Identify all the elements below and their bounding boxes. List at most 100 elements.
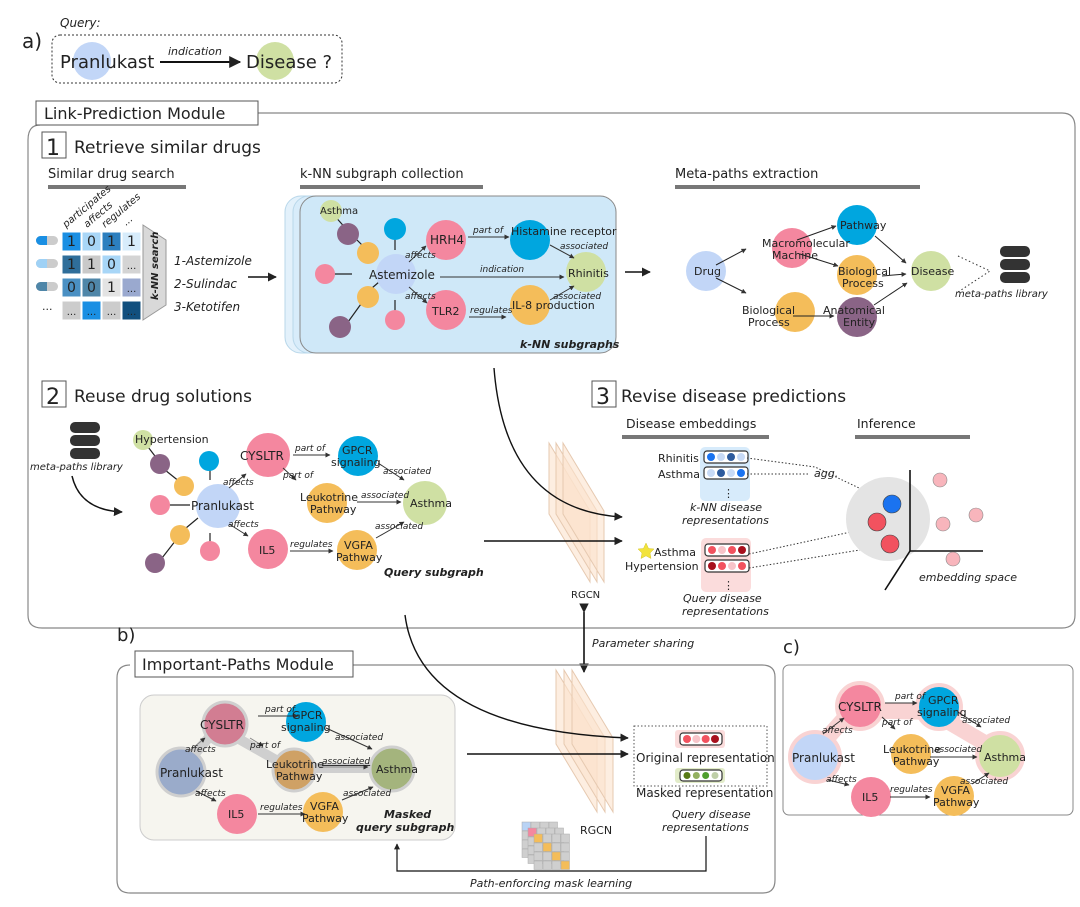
edge-label: associated [553,292,601,302]
svg-text:VGFA: VGFA [344,539,373,552]
query-subgraph: Hypertension Pranlukast CYSLTR GPCRsigna… [133,430,484,579]
metapath-node-label: Macromolecular Machine [762,237,850,262]
parameter-sharing-label: Parameter sharing [592,637,694,650]
query-rep-label: Asthma [654,546,696,559]
rgcn-label: RGCN [571,590,600,601]
edge-label: affects [405,292,436,302]
svg-text:VGFA: VGFA [941,784,970,797]
edge-label: associated [962,716,1010,726]
matrix-cell [61,254,82,275]
edge-label: associated [560,242,608,252]
matrix-cell [61,231,82,252]
pill-icon [36,282,58,291]
edge-label: affects [195,789,226,799]
svg-text:Biological: Biological [742,304,795,317]
heading-underline [48,185,186,189]
embedding-dim [738,562,746,570]
edge-label: indication [480,265,524,275]
arrow [71,475,123,517]
matrix-cell [121,277,142,298]
mask-cell [542,833,552,843]
knn-rep-label: Rhinitis [658,452,699,465]
metapaths-library-label: meta-paths library [30,462,124,473]
node-label: Hypertension [135,433,209,446]
edge-label: part of [282,471,315,481]
svg-text:representations: representations [682,605,769,618]
edge-label: associated [383,467,431,477]
matrix-cell [101,277,122,298]
mask-cell [551,860,561,870]
matrix-cell-value: 1 [107,234,116,250]
mask-cell [551,842,561,852]
edge-label: part of [881,718,914,728]
mask-cell [527,827,537,837]
node-label: IL5 [228,808,244,821]
svg-text:GPCR: GPCR [928,694,959,707]
drug-pills: ... [36,236,58,313]
matrix-cell-value: 0 [67,280,76,296]
embedding-dim [728,562,736,570]
matrix-cell-value: ... [127,261,137,272]
edge-label: associated [934,745,982,755]
masked-rep-label: Masked representation [636,786,773,800]
matrix-cell-value: 0 [107,257,116,273]
edge-label: associated [335,733,383,743]
node-label: CYSLTR [200,718,244,732]
mask-cell [551,851,561,861]
edge-label: part of [472,226,505,236]
svg-text:query subgraph: query subgraph [356,821,454,834]
knn-result: 2-Sulindac [174,277,237,291]
original-vector [679,732,723,746]
edge-label: associated [375,522,423,532]
embedding-dim [702,772,710,779]
embedding-dim [727,469,735,477]
svg-text:Anatomical: Anatomical [823,304,885,317]
aggregation-links [746,457,881,569]
embedding-dim [707,453,715,461]
svg-text:signaling: signaling [281,721,331,734]
vertical-ellipsis: ⋮ [723,579,734,592]
disease-embeddings-heading: Disease embeddings [626,416,756,431]
metapath-node-label: Disease [911,265,954,278]
panel-c-label: c) [783,637,800,658]
matrix-cell-value: 0 [87,234,96,250]
node-label: Asthma [984,751,1026,764]
matrix-cell-value: ... [67,307,77,318]
mask-cell [560,842,570,852]
svg-text:Pathway: Pathway [276,770,323,783]
node-label: Asthma [320,206,358,217]
step1-title: Retrieve similar drugs [74,138,261,158]
embedding-dim [701,735,710,743]
pill-icon [36,236,58,245]
step1-number: 1 [46,136,60,161]
knn-collection-heading: k-NN subgraph collection [300,167,464,182]
mask-cell [560,833,570,843]
embedding-dim [717,469,725,477]
svg-text:Pathway: Pathway [893,755,940,768]
svg-text:Masked: Masked [384,808,431,821]
edge-label: part of [294,444,327,454]
step1-number-box [41,131,67,159]
drug-node [73,42,111,80]
matrix-cell [61,300,82,321]
svg-text:Pathway: Pathway [310,503,357,516]
svg-text:signaling: signaling [331,456,381,469]
edge-label: associated [343,789,391,799]
matrix-cell-value: 1 [87,257,96,273]
node-label: Histamine receptor [511,225,617,238]
node-label: TLR2 [431,305,460,318]
embedding-dim [728,546,736,554]
query-label: Query: [60,16,101,30]
embedding-vector [679,732,723,746]
step3-title: Revise disease predictions [621,387,846,407]
matrix-cell-value: ... [127,284,137,295]
other-point [968,507,984,523]
svg-text:Leukotrine: Leukotrine [266,758,324,771]
embedding-dim [737,453,745,461]
mask-cell [560,860,570,870]
rgcn-label: RGCN [580,824,612,837]
embedding-space-label: embedding space [919,571,1017,584]
svg-text:Process: Process [748,316,790,329]
